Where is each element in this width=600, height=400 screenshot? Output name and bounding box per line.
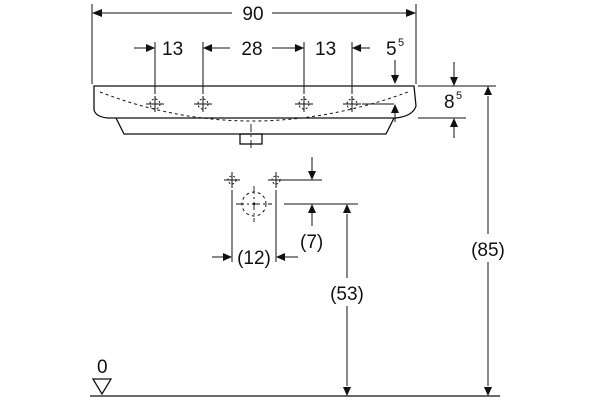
- tap-hole-marker-4: [343, 96, 361, 112]
- tap-hole-markers: [146, 96, 394, 112]
- basin-rim-outline: [93, 85, 417, 119]
- dim-rim-height-label: 8: [444, 92, 455, 113]
- dim-drain-horizontal-label: (12): [237, 248, 271, 269]
- dim-total-width: 90: [91, 4, 417, 84]
- tap-hole-marker-1: [146, 96, 164, 112]
- dim-edge-offset-sup: 5: [398, 37, 404, 49]
- dim-rim-height-from-floor-label: (85): [471, 240, 505, 261]
- dim-total-width-label: 90: [242, 4, 263, 25]
- dim-rim-height-from-floor: (85): [471, 86, 505, 396]
- dim-hole-spacing-label: 28: [241, 39, 262, 60]
- dim-right-hole-offset-label: 13: [315, 39, 336, 60]
- dim-drain-height-label: (53): [330, 284, 364, 305]
- dim-tap-hole-spacing: 13 28 13: [134, 39, 370, 94]
- basin-bowl-outline: [115, 117, 395, 135]
- waste-outlet-marker: [236, 186, 272, 222]
- supply-marker-left: [224, 172, 240, 188]
- dim-rim-height-sup: 5: [456, 90, 462, 102]
- tap-hole-marker-3: [295, 96, 313, 112]
- floor-level-label: 0: [97, 357, 108, 378]
- washbasin: [93, 85, 417, 150]
- tap-hole-marker-2: [194, 96, 212, 112]
- drain-connection-layout: (12) (7) (53): [212, 157, 364, 396]
- floor-level-symbol: [91, 378, 113, 396]
- dim-edge-offset-label: 5: [386, 39, 397, 60]
- floor-reference: 0: [90, 357, 500, 397]
- dim-drain-vertical-label: (7): [300, 232, 323, 253]
- supply-marker-right: [268, 172, 284, 188]
- dim-left-hole-offset-label: 13: [162, 39, 183, 60]
- basin-inner-dashed-contour: [99, 91, 409, 122]
- dim-edge-offset: 5 5: [386, 37, 404, 122]
- dim-rim-height: 8 5: [418, 62, 496, 138]
